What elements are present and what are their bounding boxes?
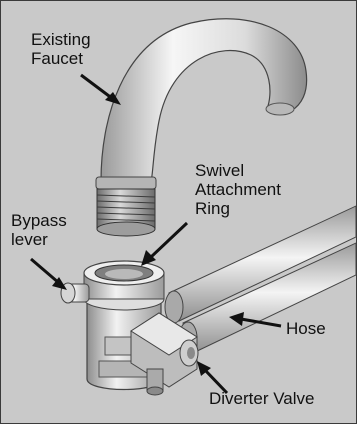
- label-swivel-line3: Ring: [195, 199, 281, 218]
- arrow-existing-faucet: [81, 75, 121, 105]
- label-swivel-attachment-ring: Swivel Attachment Ring: [195, 161, 281, 218]
- faucet-thread: [97, 189, 155, 236]
- label-bypass-lever: Bypass lever: [11, 211, 67, 249]
- label-existing-faucet: Existing Faucet: [31, 30, 91, 68]
- label-bypass-line2: lever: [11, 230, 67, 249]
- label-bypass-line1: Bypass: [11, 211, 67, 230]
- hoses: [165, 206, 356, 354]
- label-hose: Hose: [286, 319, 326, 338]
- bypass-lever: [61, 283, 89, 303]
- label-existing-faucet-line2: Faucet: [31, 49, 91, 68]
- label-swivel-line2: Attachment: [195, 180, 281, 199]
- label-swivel-line1: Swivel: [195, 161, 281, 180]
- label-diverter-valve: Diverter Valve: [209, 389, 315, 408]
- arrow-bypass-lever: [31, 259, 67, 290]
- label-existing-faucet-line1: Existing: [31, 30, 91, 49]
- swivel-ring: [84, 261, 164, 310]
